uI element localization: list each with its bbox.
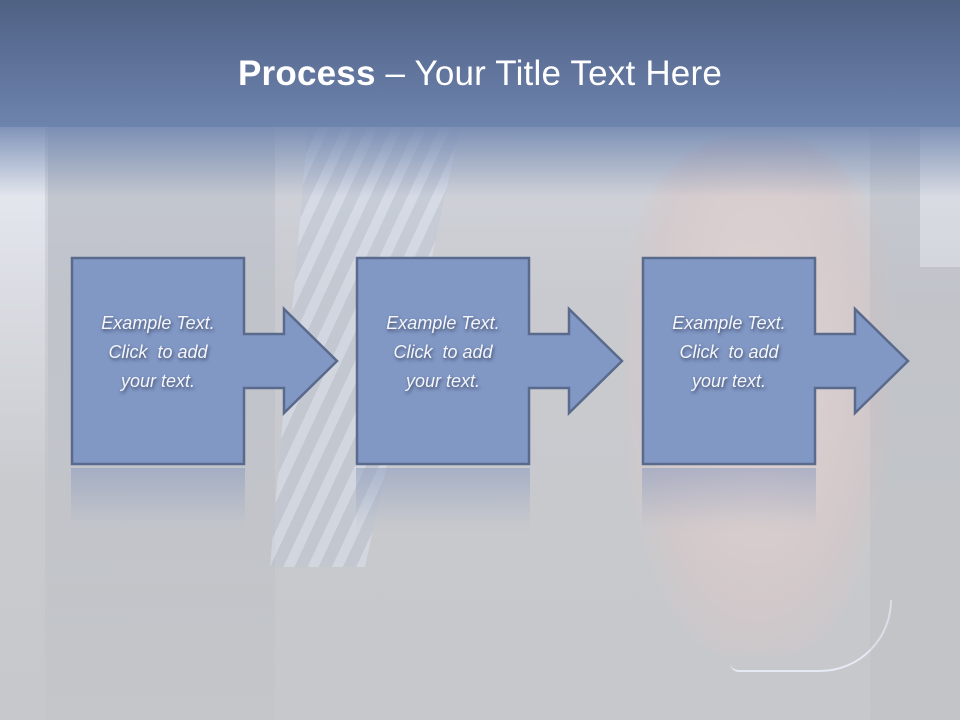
arrow-callout-shape (355, 256, 624, 466)
step-text-line: Click to add (679, 342, 779, 362)
background-suit-sleeve (870, 127, 960, 720)
process-step-3[interactable]: Example Text. Click to add your text. (641, 256, 912, 467)
title-bold: Process (238, 54, 376, 93)
step-text-line: your text. (691, 371, 767, 391)
step-text-line: Click to add (393, 342, 493, 362)
step-1-text[interactable]: Example Text. Click to add your text. (73, 309, 243, 396)
step-2-reflection (356, 468, 530, 534)
step-text-line: Example Text. (672, 313, 786, 333)
slide-title[interactable]: Process – Your Title Text Here (0, 52, 960, 96)
arrow-callout-shape (641, 256, 910, 466)
title-bar-fade (0, 127, 960, 197)
background-highlight-left (0, 127, 48, 720)
step-3-reflection (642, 468, 816, 534)
step-3-text[interactable]: Example Text. Click to add your text. (644, 309, 814, 396)
arrow-callout-shape (70, 256, 339, 466)
background-shirt-cuff (730, 600, 892, 672)
title-text: – Your Title Text Here (375, 54, 722, 93)
title-bar (0, 0, 960, 127)
step-text-line: Click to add (108, 342, 208, 362)
step-1-reflection (71, 468, 245, 534)
process-step-2[interactable]: Example Text. Click to add your text. (355, 256, 626, 467)
step-2-text[interactable]: Example Text. Click to add your text. (358, 309, 528, 396)
step-text-line: Example Text. (386, 313, 500, 333)
process-step-1[interactable]: Example Text. Click to add your text. (70, 256, 341, 467)
step-text-line: your text. (120, 371, 196, 391)
step-text-line: your text. (405, 371, 481, 391)
step-text-line: Example Text. (101, 313, 215, 333)
